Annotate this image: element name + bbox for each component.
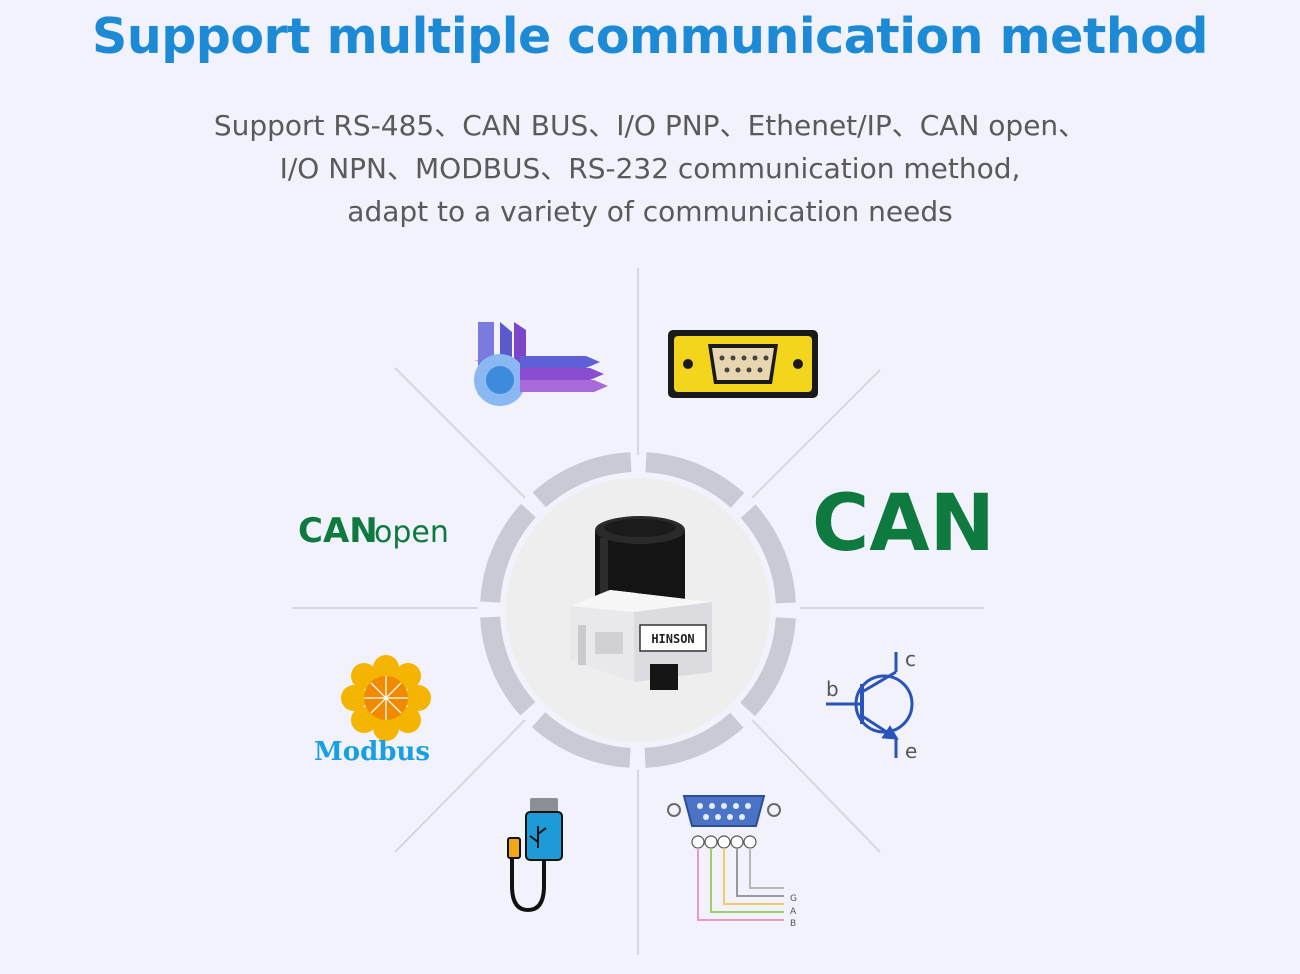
transistor-base-label: b <box>826 677 839 701</box>
can-logo: CAN <box>812 479 995 569</box>
canopen-bold-text: CAN <box>298 511 378 551</box>
canopen-logo: CAN open <box>298 511 449 551</box>
rs485-pin-a: A <box>790 907 797 917</box>
rs485-pinout-icon: G A B <box>667 795 797 929</box>
device-brand: HINSON <box>651 632 694 646</box>
modbus-text: Modbus <box>314 737 430 767</box>
divider-line <box>394 367 526 499</box>
divider-line <box>751 369 881 499</box>
lidar-device-icon: HINSON <box>570 516 712 690</box>
rs485-pin-g: G <box>790 894 797 904</box>
modbus-logo: Modbus <box>314 655 431 767</box>
transistor-icon <box>826 652 914 758</box>
description-line: adapt to a variety of communication need… <box>347 195 953 228</box>
transistor-emitter-label: e <box>905 739 917 763</box>
description: Support RS-485、CAN BUS、I/O PNP、Ethenet/I… <box>0 104 1300 233</box>
description-line: I/O NPN、MODBUS、RS-232 communication meth… <box>279 152 1021 185</box>
divider-line <box>751 719 881 853</box>
modbus-flower-icon <box>341 655 431 741</box>
ethernet-ip-icon <box>474 322 608 406</box>
db9-connector-icon <box>668 330 818 398</box>
canopen-light-text: open <box>374 515 449 550</box>
description-line: Support RS-485、CAN BUS、I/O PNP、Ethenet/I… <box>213 109 1087 142</box>
divider-lines <box>292 268 984 955</box>
transistor-collector-label: c <box>905 647 916 671</box>
usb-cable-icon <box>507 798 563 913</box>
page-title: Support multiple communication method <box>92 8 1208 65</box>
rs485-pin-b: B <box>790 919 796 929</box>
divider-line <box>394 719 526 853</box>
